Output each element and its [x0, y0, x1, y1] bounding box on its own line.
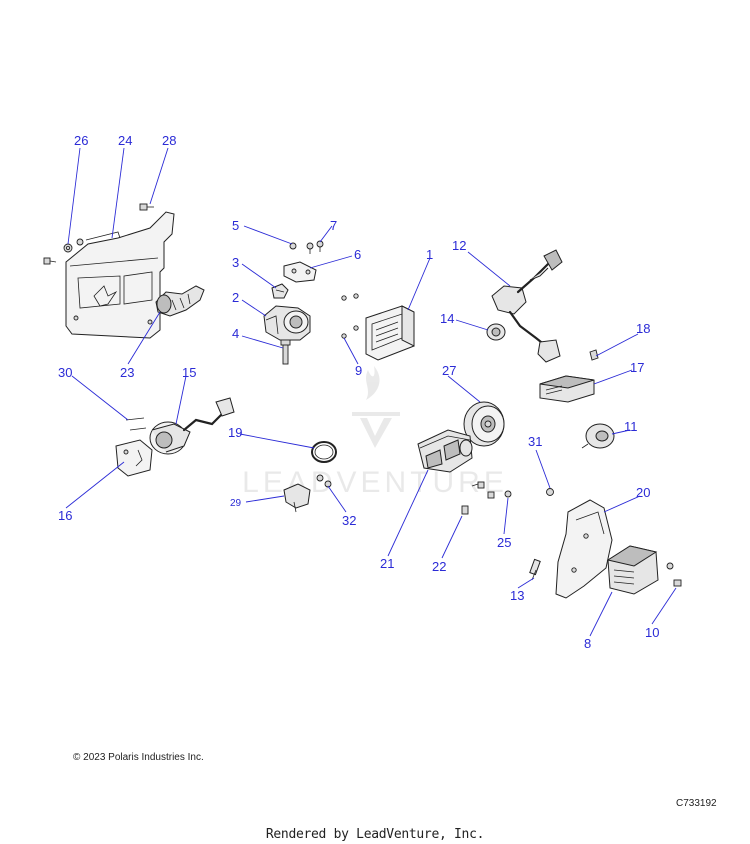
callout-8[interactable]: 8: [584, 636, 591, 651]
part-13-fuse[interactable]: [529, 558, 541, 581]
part-4-bolt[interactable]: [280, 339, 291, 365]
part-11-horn[interactable]: [581, 423, 615, 449]
callout-32[interactable]: 32: [342, 513, 356, 528]
callout-9[interactable]: 9: [355, 363, 362, 378]
callout-24[interactable]: 24: [118, 133, 132, 148]
callout-10[interactable]: 10: [645, 625, 659, 640]
callout-numbers: 26 24 28 5 7 3 6 2 4 9 1 12 14 18 17 27 …: [58, 133, 659, 651]
part-16-bracket[interactable]: [115, 439, 153, 477]
callout-2[interactable]: 2: [232, 290, 239, 305]
callout-20[interactable]: 20: [636, 485, 650, 500]
callout-13[interactable]: 13: [510, 588, 524, 603]
callout-16[interactable]: 16: [58, 508, 72, 523]
callout-5[interactable]: 5: [232, 218, 239, 233]
part-18-terminal[interactable]: [589, 349, 599, 361]
part-26-nut[interactable]: [63, 238, 84, 253]
part-6-bracket[interactable]: [283, 261, 317, 283]
part-5-nut[interactable]: [289, 242, 297, 250]
part-19-o-ring[interactable]: [311, 441, 337, 463]
callout-31[interactable]: 31: [528, 434, 542, 449]
part-27-pulley[interactable]: [463, 401, 505, 447]
part-29-relay[interactable]: [283, 483, 311, 513]
callout-3[interactable]: 3: [232, 255, 239, 270]
callout-17[interactable]: 17: [630, 360, 644, 375]
part-25-nut[interactable]: [504, 490, 512, 498]
callout-30[interactable]: 30: [58, 365, 72, 380]
part-8-regulator[interactable]: [606, 545, 659, 595]
callout-14[interactable]: 14: [440, 311, 454, 326]
part-3-clip[interactable]: [271, 283, 289, 299]
callout-21[interactable]: 21: [380, 556, 394, 571]
bolt-left-plate[interactable]: [43, 257, 57, 265]
part-24-mounting-plate[interactable]: [65, 211, 175, 339]
callout-26[interactable]: 26: [74, 133, 88, 148]
part-28-bolt[interactable]: [139, 203, 154, 211]
diagram-code: C733192: [676, 798, 717, 809]
callout-28[interactable]: 28: [162, 133, 176, 148]
part-15-motor[interactable]: [149, 397, 235, 455]
callout-12[interactable]: 12: [452, 238, 466, 253]
part-31-nut[interactable]: [546, 488, 554, 496]
part-9-bolts[interactable]: [341, 293, 359, 339]
callout-29[interactable]: 29: [230, 498, 242, 509]
callout-25[interactable]: 25: [497, 535, 511, 550]
part-32-nuts[interactable]: [316, 474, 332, 488]
callout-11[interactable]: 11: [624, 419, 638, 434]
part-30-bolts[interactable]: [125, 417, 147, 431]
part-1-ecu[interactable]: [365, 305, 415, 361]
rendered-by-footer: Rendered by LeadVenture, Inc.: [265, 827, 485, 842]
callout-4[interactable]: 4: [232, 326, 239, 341]
part-14-plug[interactable]: [486, 323, 506, 341]
part-10-bolt[interactable]: [666, 562, 682, 587]
callout-6[interactable]: 6: [354, 247, 361, 262]
part-23-connector[interactable]: [155, 285, 205, 317]
copyright-notice: © 2023 Polaris Industries Inc.: [73, 752, 204, 763]
part-21-switch-assembly[interactable]: [417, 429, 473, 473]
callout-22[interactable]: 22: [432, 559, 446, 574]
part-22-screws[interactable]: [461, 481, 495, 515]
callout-19[interactable]: 19: [228, 425, 242, 440]
callout-23[interactable]: 23: [120, 365, 134, 380]
callout-15[interactable]: 15: [182, 365, 196, 380]
leader-lines: [65, 147, 677, 637]
callout-27[interactable]: 27: [442, 363, 456, 378]
callout-18[interactable]: 18: [636, 321, 650, 336]
part-17-module[interactable]: [539, 375, 595, 403]
part-20-bracket[interactable]: [555, 499, 613, 599]
part-7-screws[interactable]: [306, 240, 324, 254]
part-2-actuator[interactable]: [263, 305, 311, 341]
part-12-harness[interactable]: [491, 249, 563, 363]
callout-7[interactable]: 7: [330, 218, 337, 233]
callout-1[interactable]: 1: [426, 247, 433, 262]
